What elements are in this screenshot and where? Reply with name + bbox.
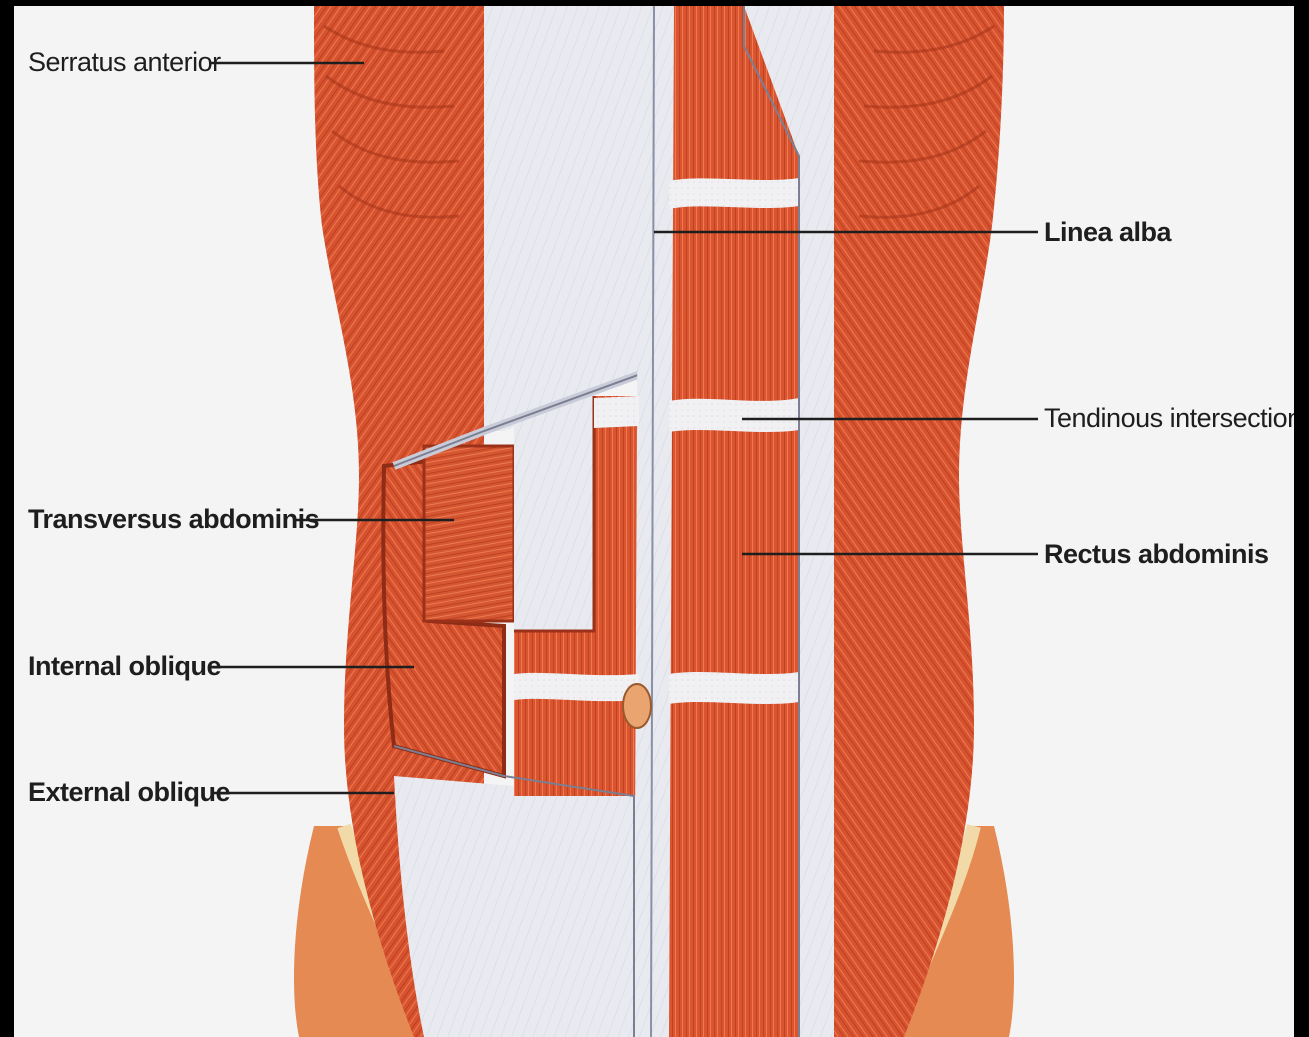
label-serratus-anterior: Serratus anterior: [28, 49, 221, 76]
label-tendinous-intersection: Tendinous intersection: [1044, 405, 1294, 432]
label-rectus-abdominis: Rectus abdominis: [1044, 541, 1269, 568]
label-internal-oblique: Internal oblique: [28, 653, 221, 680]
label-transversus-abdominis: Transversus abdominis: [28, 506, 319, 533]
diagram-frame: Serratus anterior Linea alba Tendinous i…: [14, 6, 1294, 1037]
label-external-oblique: External oblique: [28, 779, 230, 806]
label-linea-alba: Linea alba: [1044, 219, 1171, 246]
